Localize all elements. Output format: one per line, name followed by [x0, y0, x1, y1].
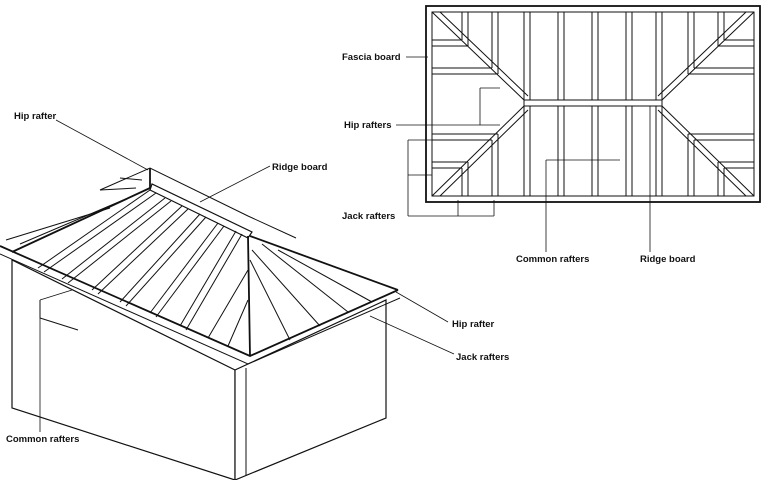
- plan-ridge-board: [523, 99, 663, 107]
- leader-hip-rafter-top: [55, 119, 149, 171]
- label-hip-rafters: Hip rafters: [344, 120, 392, 131]
- leader-jack-rafters: [369, 315, 455, 355]
- leader-common-rafters-2: [39, 289, 73, 301]
- front-fascia-lower: [0, 253, 401, 365]
- left-wall: [11, 259, 236, 481]
- label-ridge-board-iso: Ridge board: [272, 162, 328, 173]
- ridge-board-shape: [149, 183, 253, 239]
- label-jack-rafters-plan: Jack rafters: [342, 211, 395, 222]
- label-common-rafters-iso: Common rafters: [6, 434, 79, 445]
- label-hip-rafter-top: Hip rafter: [14, 111, 57, 122]
- plan-roof-view: [396, 5, 761, 252]
- left-slope-rafters: [5, 177, 143, 245]
- label-jack-rafters-iso: Jack rafters: [456, 352, 509, 363]
- plan-leaders: [396, 56, 651, 252]
- label-common-rafters-plan: Common rafters: [516, 254, 589, 265]
- plan-common-rafters: [523, 12, 663, 196]
- isometric-roof-view: [0, 119, 455, 481]
- plan-hip-rafters: [431, 11, 755, 197]
- common-rafters-iso: [37, 189, 243, 331]
- right-wall: [234, 299, 387, 481]
- hip-rafter-left: [11, 187, 151, 253]
- label-fascia-board: Fascia board: [342, 52, 401, 63]
- leader-hip-rafter-right: [395, 291, 449, 323]
- plan-jack-rafters-right: [687, 12, 754, 196]
- hip-rafter-front: [247, 235, 251, 357]
- jack-rafters-iso: [207, 243, 373, 347]
- plan-outer-frame: [425, 5, 761, 203]
- plan-jack-rafters-left: [432, 12, 499, 196]
- back-eave: [99, 167, 297, 239]
- hip-rafter-right: [249, 235, 399, 291]
- label-hip-rafter-right: Hip rafter: [452, 319, 495, 330]
- label-ridge-board-plan: Ridge board: [640, 254, 696, 265]
- plan-inner-frame: [431, 11, 755, 197]
- leader-ridge-board: [199, 165, 271, 203]
